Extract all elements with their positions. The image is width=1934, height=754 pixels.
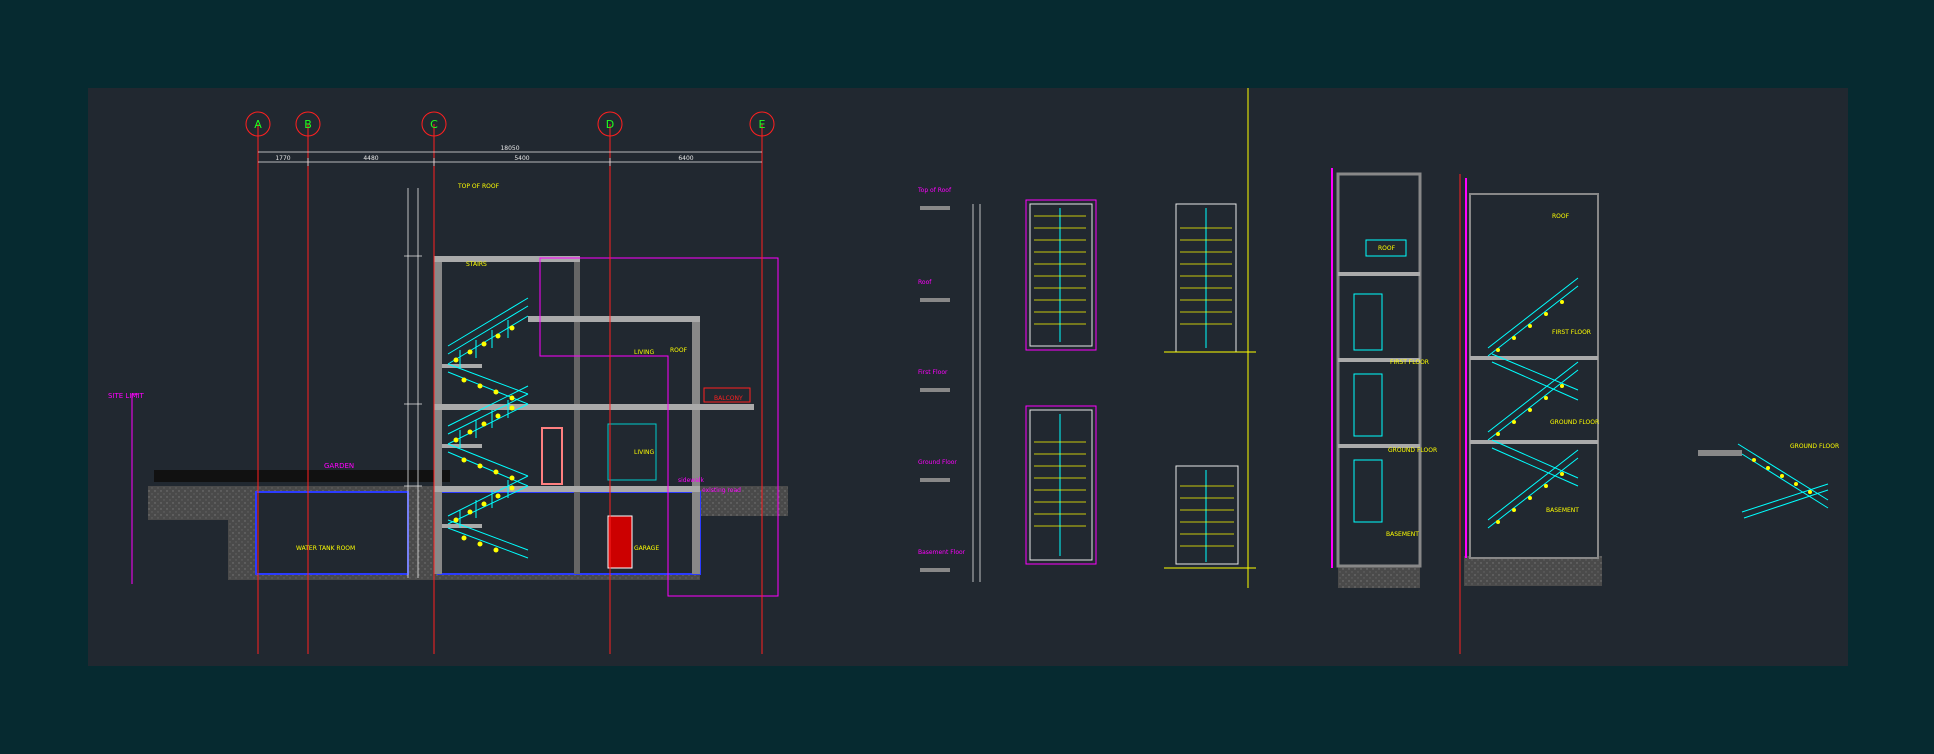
first-floor-slab (434, 404, 754, 410)
stair-plan-4 (1164, 465, 1256, 569)
stair-tower-b (1459, 174, 1602, 654)
right-wall (692, 316, 700, 574)
level-first-floor: First Floor (918, 369, 948, 376)
dim-span-3: 5400 (514, 155, 529, 162)
ground-floor-slab (434, 486, 700, 492)
label-sidewalk: sidewalk (678, 477, 705, 484)
label-living-lower: LIVING (634, 449, 654, 456)
roof-slab (434, 256, 580, 262)
stair-detail (1698, 443, 1829, 519)
label-stairs: STAIRS (466, 261, 487, 268)
left-wall (434, 256, 442, 574)
roof-slab-2 (528, 316, 700, 322)
water-tank-room (255, 491, 409, 575)
balcony-rail (703, 387, 751, 403)
level-column (920, 204, 981, 582)
tower-a-first: FIRST FLOOR (1390, 359, 1429, 366)
stair-plan-2 (1164, 203, 1256, 353)
label-water-tank: WATER TANK ROOM (296, 545, 355, 552)
label-living-upper: LIVING (634, 349, 654, 356)
tower-b-first: FIRST FLOOR (1552, 329, 1591, 336)
label-balcony: BALCONY (714, 395, 743, 402)
tower-a-roof: ROOF (1378, 245, 1396, 252)
vertical-dimensions (404, 188, 422, 578)
stair-flights (447, 297, 529, 559)
property-line (539, 257, 779, 597)
dim-overall: 18050 (500, 145, 519, 152)
tower-a-ground: GROUND FLOOR (1388, 447, 1437, 454)
garden-hatch (154, 470, 450, 482)
label-existing-road: existing road (702, 487, 741, 494)
label-site-limit: SITE LIMIT (108, 392, 145, 400)
tower-b-basement: BASEMENT (1546, 507, 1579, 514)
stair-plan-3 (1025, 405, 1097, 565)
door-living (541, 427, 563, 485)
mid-wall (574, 256, 580, 574)
stair-nosings (453, 325, 515, 553)
axis-label-d: D (606, 118, 614, 131)
stair-plan-1 (1025, 199, 1097, 351)
tower-b-ground: GROUND FLOOR (1550, 419, 1599, 426)
level-basement: Basement Floor (918, 549, 966, 556)
grid-axes: A B C D E (245, 111, 775, 654)
dim-span-4: 6400 (678, 155, 693, 162)
basement-space (437, 491, 701, 575)
dim-span-2: 4480 (363, 155, 378, 162)
balcony-slab (700, 404, 754, 410)
mid-landing-1 (442, 364, 482, 368)
axis-label-a: A (254, 118, 262, 131)
cad-drawing: A B C D E 18050 1770 4480 5400 6400 TOP … (108, 88, 1839, 654)
mid-landing-3 (442, 524, 482, 528)
dim-span-1: 1770 (275, 155, 290, 162)
axis-label-e: E (759, 118, 766, 131)
axis-label-b: B (304, 118, 312, 131)
label-garage: GARAGE (634, 545, 659, 552)
dimension-lines (258, 151, 762, 166)
garage-door (607, 515, 633, 569)
drawing-viewport[interactable]: A B C D E 18050 1770 4480 5400 6400 TOP … (88, 88, 1848, 666)
window-living (607, 423, 657, 481)
label-top-of-roof: TOP OF ROOF (457, 183, 500, 190)
main-section (131, 256, 788, 597)
site-limit-line (131, 393, 138, 584)
tower-a-basement: BASEMENT (1386, 531, 1419, 538)
mid-landing-2 (442, 444, 482, 448)
axis-label-c: C (430, 118, 438, 131)
detail-label: GROUND FLOOR (1790, 443, 1839, 450)
label-roof: ROOF (670, 347, 688, 354)
label-garden: GARDEN (324, 462, 354, 470)
level-top-of-roof: Top of Roof (917, 187, 952, 194)
level-roof: Roof (918, 279, 932, 286)
level-ground-floor: Ground Floor (918, 459, 957, 466)
tower-b-roof: ROOF (1552, 213, 1570, 220)
stair-tower-a (1331, 168, 1422, 588)
